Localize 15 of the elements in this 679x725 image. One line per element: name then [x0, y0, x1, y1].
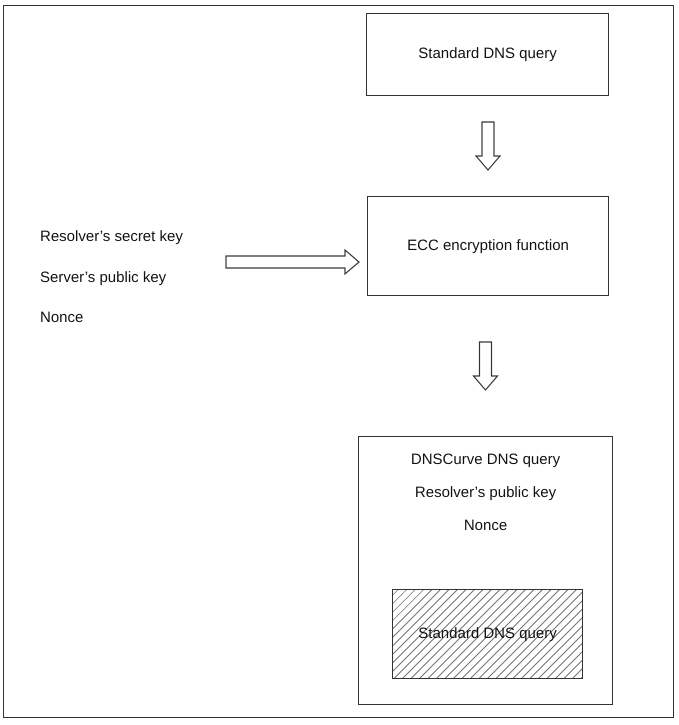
- box-label: Resolver’s public key: [414, 484, 556, 502]
- input-label: Resolver’s secret key: [40, 228, 183, 247]
- box-label: DNSCurve DNS query: [410, 451, 560, 470]
- input-label: Nonce: [40, 309, 84, 328]
- box-label: ECC encryption function: [407, 236, 569, 256]
- process-box: [358, 436, 613, 705]
- hatched-box: [392, 589, 583, 679]
- box-label: Standard DNS query: [418, 45, 557, 64]
- process-box: [366, 13, 609, 96]
- hollow-arrow: [474, 121, 502, 171]
- hollow-arrow: [472, 341, 499, 391]
- input-label: Server’s public key: [40, 268, 166, 288]
- box-label: Nonce: [464, 516, 508, 536]
- process-box: [367, 196, 609, 296]
- hollow-arrow: [225, 248, 360, 276]
